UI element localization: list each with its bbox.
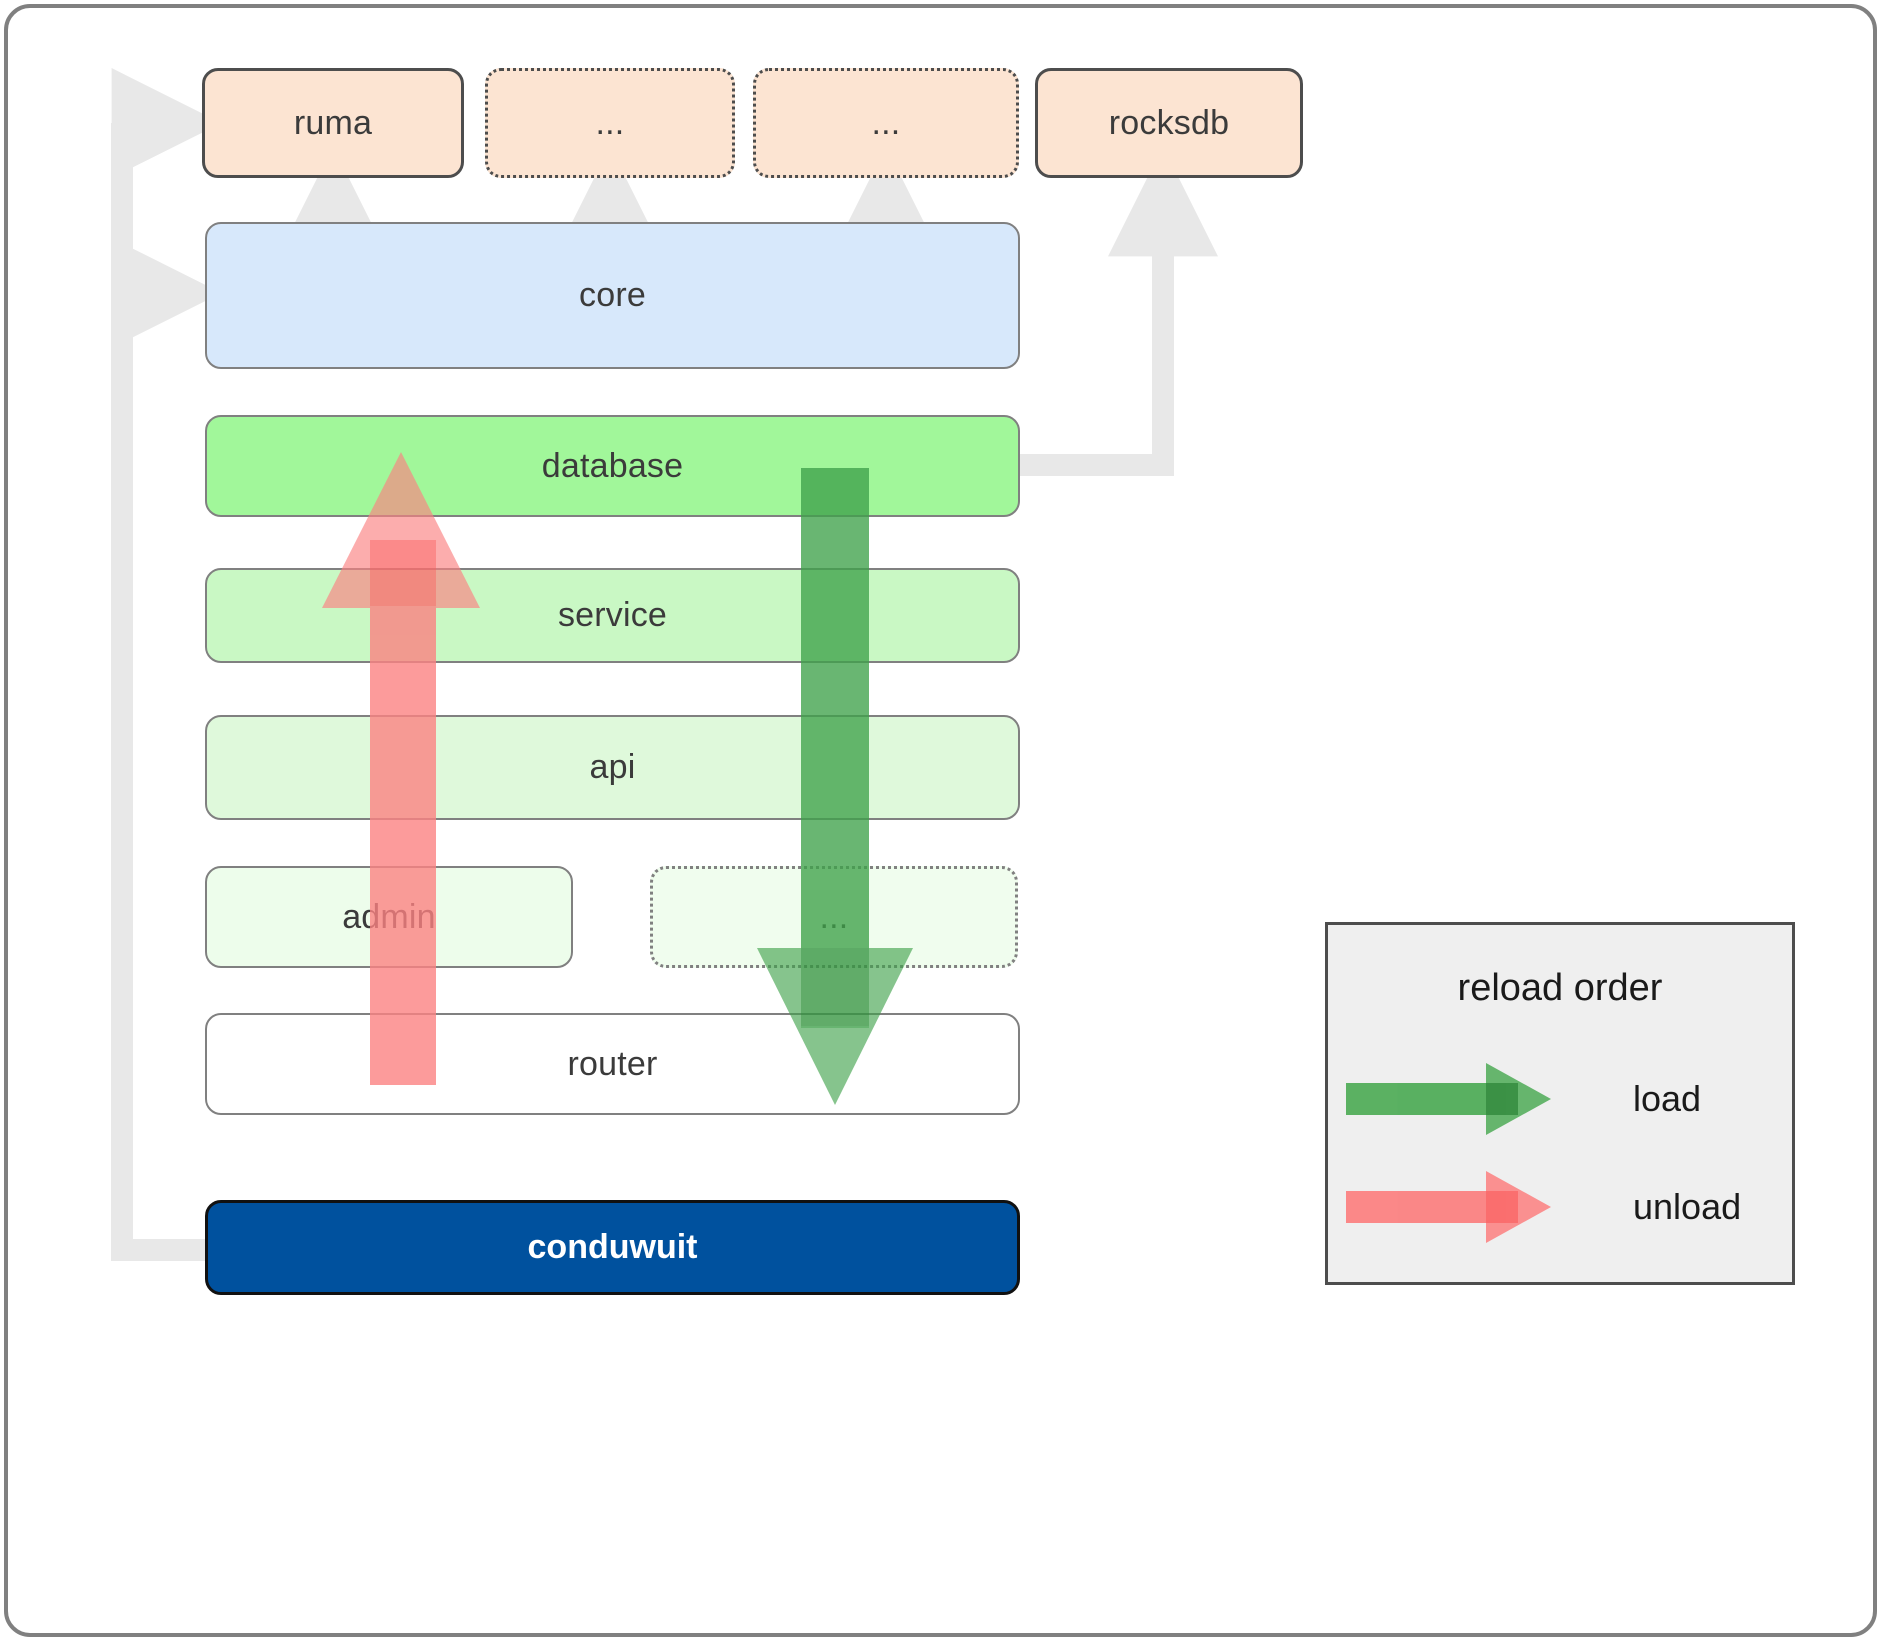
dependency-node-ruma[interactable]: ruma bbox=[202, 68, 464, 178]
dependency-label-dep-2: ... bbox=[595, 103, 625, 142]
layer-node-router[interactable]: router bbox=[205, 1013, 1020, 1115]
legend-panel: reload order load unload bbox=[1325, 922, 1795, 1285]
dependency-node-dep-2[interactable]: ... bbox=[485, 68, 735, 178]
layer-label-database: database bbox=[541, 446, 684, 485]
root-node-conduwuit[interactable]: conduwuit bbox=[205, 1200, 1020, 1295]
dependency-label-rocksdb: rocksdb bbox=[1108, 103, 1230, 142]
layer-node-api[interactable]: api bbox=[205, 715, 1020, 820]
dependency-node-dep-3[interactable]: ... bbox=[753, 68, 1019, 178]
legend-label-load: load bbox=[1633, 1078, 1702, 1119]
layer-node-core[interactable]: core bbox=[205, 222, 1020, 369]
layer-node-service[interactable]: service bbox=[205, 568, 1020, 663]
unload-arrow-icon bbox=[1346, 1171, 1551, 1243]
dependency-node-rocksdb[interactable]: rocksdb bbox=[1035, 68, 1303, 178]
layer-label-admin: admin bbox=[342, 897, 436, 936]
layer-node-database[interactable]: database bbox=[205, 415, 1020, 517]
layer-label-router: router bbox=[567, 1044, 658, 1083]
layer-label-dots: ... bbox=[819, 897, 849, 936]
layer-label-core: core bbox=[579, 276, 646, 314]
layer-label-api: api bbox=[589, 748, 636, 786]
legend-label-unload: unload bbox=[1633, 1186, 1742, 1227]
layer-node-dots[interactable]: ... bbox=[650, 866, 1018, 968]
load-arrow-icon bbox=[1346, 1063, 1551, 1135]
legend-row-unload: unload bbox=[1328, 1165, 1792, 1249]
root-label-conduwuit: conduwuit bbox=[527, 1228, 698, 1266]
layer-node-admin[interactable]: admin bbox=[205, 866, 573, 968]
legend-row-load: load bbox=[1328, 1057, 1792, 1141]
legend-title: reload order bbox=[1457, 967, 1663, 1009]
layer-label-service: service bbox=[557, 596, 668, 634]
dependency-label-dep-3: ... bbox=[871, 103, 901, 142]
dependency-label-ruma: ruma bbox=[293, 103, 373, 142]
